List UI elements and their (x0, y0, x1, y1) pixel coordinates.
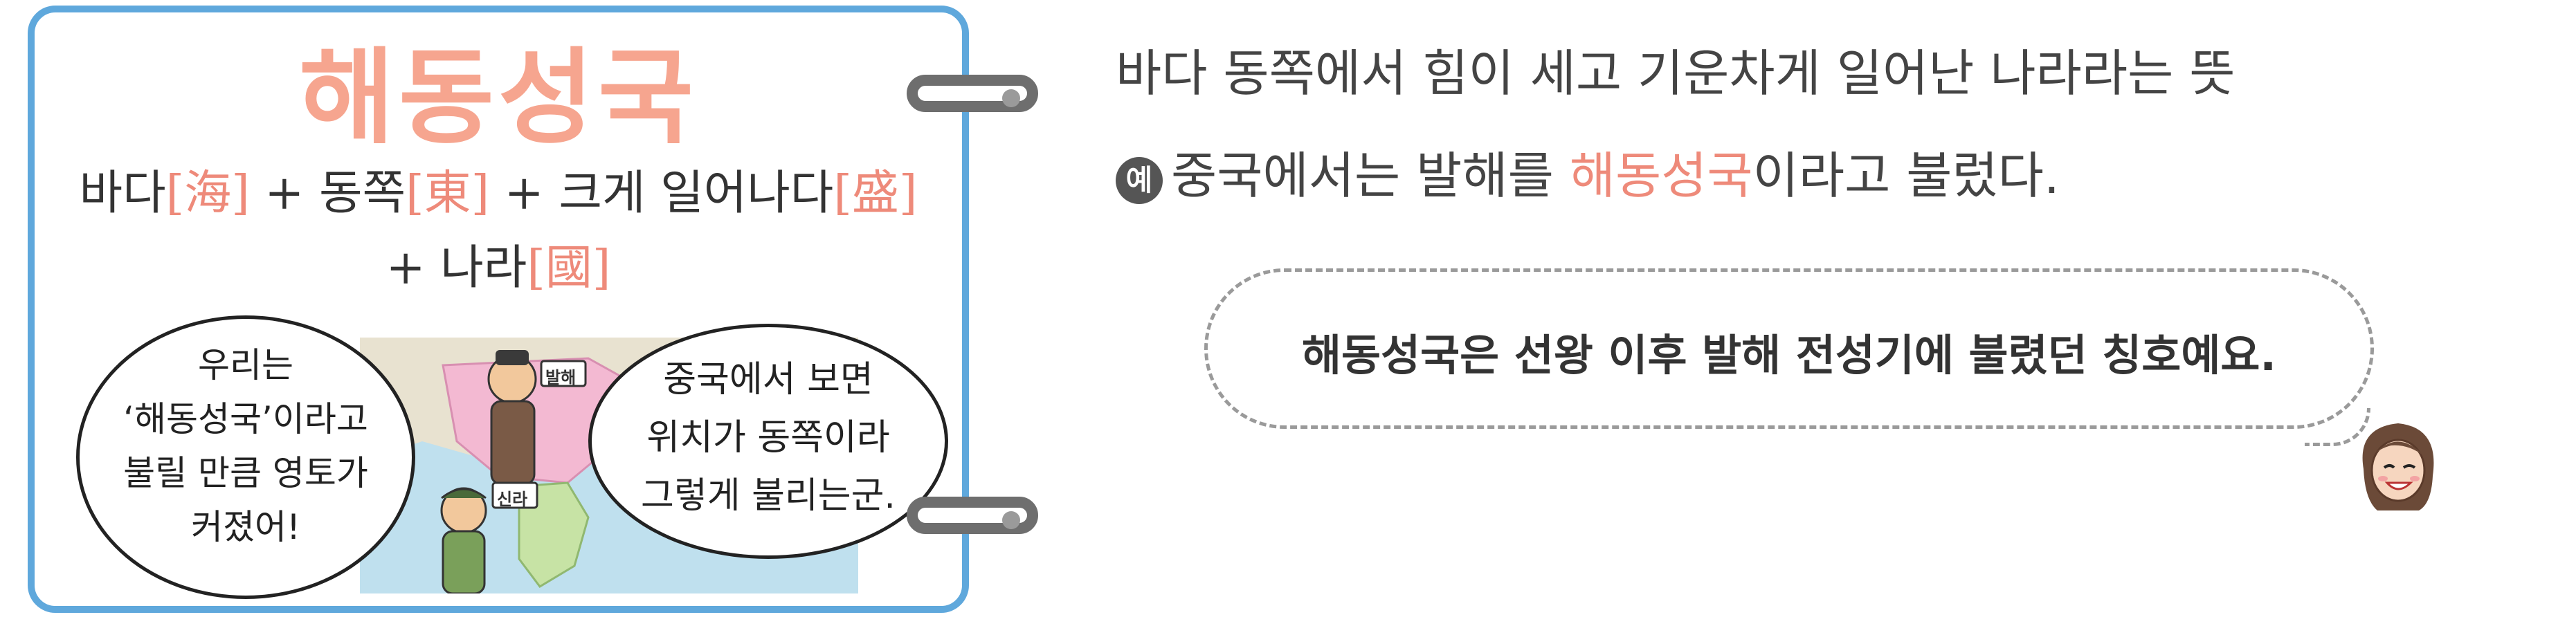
bubble-right-line-1: 중국에서 보면 (663, 359, 873, 401)
hanja-rise: 盛 (851, 166, 899, 221)
hanja-east: 東 (424, 166, 471, 221)
formula-line-2: + 나라[國] (386, 241, 611, 295)
word-rise: 크게 일어나다 (559, 166, 834, 221)
speech-bubble-left: 우리는 ‘해동성국’이라고 불릴 만큼 영토가 커졌어! (76, 315, 415, 599)
map-label-balhae: 발해 (545, 368, 577, 387)
bubble-right-line-2: 위치가 동쪽이라 (646, 417, 890, 459)
word-east: 동쪽 (318, 166, 406, 221)
speech-bubble-right: 중국에서 보면 위치가 동쪽이라 그렇게 불리는군. (588, 324, 948, 559)
binder-ring-top (907, 75, 1038, 112)
bubble-left-line-4: 커졌어! (190, 507, 301, 547)
hanja-sea: 海 (184, 166, 232, 221)
word-country: 나라 (440, 241, 527, 295)
card-title: 해동성국 (298, 37, 698, 158)
note-text: 해동성국은 선왕 이후 발해 전성기에 불렸던 칭호예요. (1302, 330, 2276, 380)
bubble-left-line-2: ‘해동성국’이라고 (123, 399, 368, 439)
binder-ring-bottom (907, 497, 1038, 534)
ring-hole-icon (1002, 511, 1020, 529)
note-bubble: 해동성국은 선왕 이후 발해 전성기에 불렸던 칭호예요. (1204, 268, 2374, 429)
bubble-left-line-1: 우리는 (198, 345, 293, 385)
bubble-right-line-3: 그렇게 불리는군. (641, 475, 896, 517)
teacher-avatar-icon (2362, 423, 2434, 510)
word-sea: 바다 (79, 166, 166, 221)
ring-hole-icon (1002, 89, 1020, 107)
vocab-card: 해동성국 바다[海] + 동쪽[東] + 크게 일어나다[盛] + 나라[國] … (28, 6, 969, 613)
bubble-left-line-3: 불릴 만큼 영토가 (123, 453, 368, 493)
example-highlight: 해동성국 (1569, 147, 1753, 205)
formula-line-1: 바다[海] + 동쪽[東] + 크게 일어나다[盛] (79, 166, 918, 221)
map-label-silla: 신라 (497, 490, 528, 509)
example-badge-icon: 예 (1116, 157, 1163, 204)
hanja-country: 國 (545, 241, 592, 295)
definition-text: 바다 동쪽에서 힘이 세고 기운차게 일어난 나라라는 뜻 (1116, 44, 2235, 102)
